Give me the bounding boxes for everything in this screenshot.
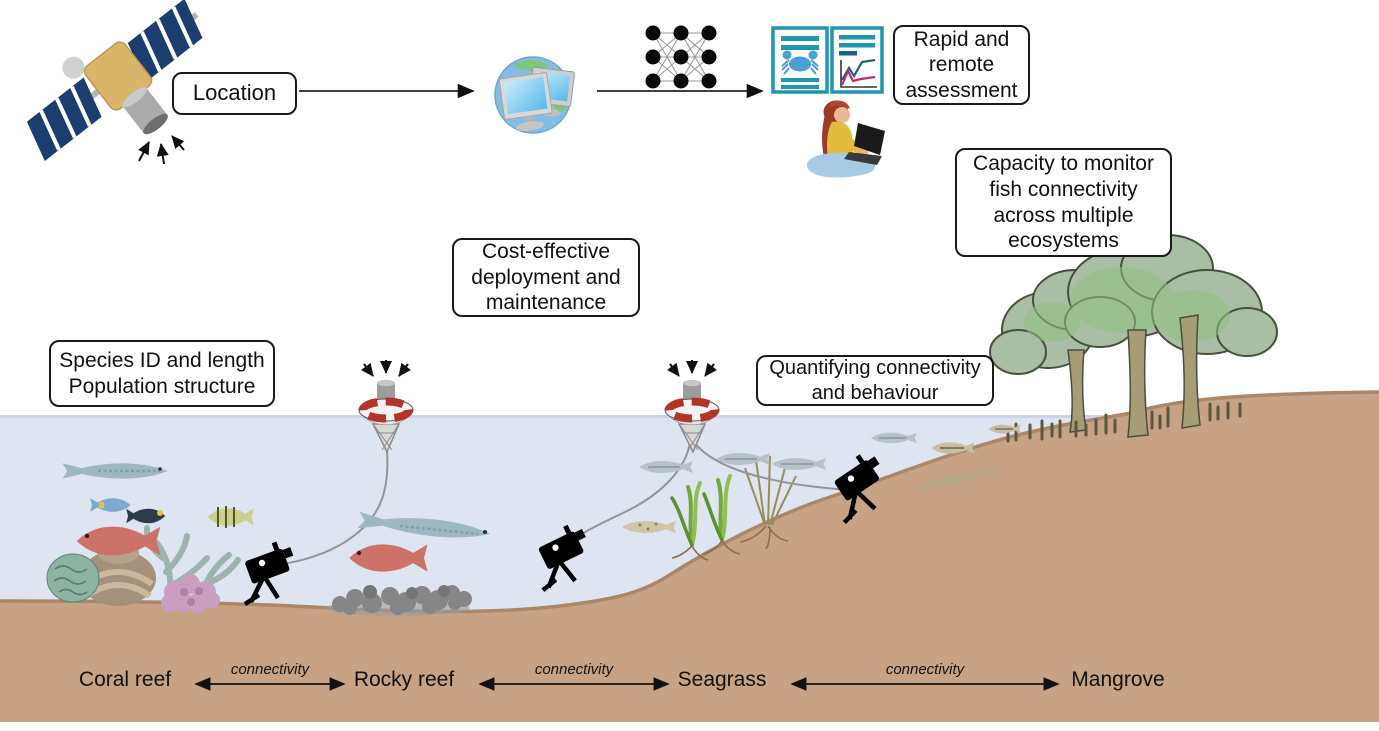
capacity-label: Capacity to monitor fish connectivity ac… xyxy=(973,152,1154,253)
quantifying-label: Quantifying connectivity and behaviour xyxy=(769,357,981,404)
satellite-signal-sparks xyxy=(138,135,185,165)
fish-icon xyxy=(62,424,1021,572)
mangrove-label: Mangrove xyxy=(1071,668,1165,691)
brain-coral xyxy=(46,553,100,603)
mangrove-trunks xyxy=(1067,314,1201,438)
neural-network-icon xyxy=(645,25,717,89)
species-id-callout: Species ID and length Population structu… xyxy=(49,340,275,407)
cost-effective-label: Cost-effective deployment and maintenanc… xyxy=(471,240,621,315)
seagrass-roots xyxy=(671,525,789,561)
seafloor-edge xyxy=(0,390,1379,614)
satellite-solar-panel-right xyxy=(127,0,203,83)
seagrass-icon xyxy=(670,455,797,561)
mangrove-trees-icon xyxy=(989,234,1278,443)
rocky-reef-label: Rocky reef xyxy=(353,668,455,691)
rapid-assessment-callout: Rapid and remote assessment xyxy=(893,25,1030,105)
rapid-assessment-label: Rapid and remote assessment xyxy=(905,27,1018,102)
cost-effective-callout: Cost-effective deployment and maintenanc… xyxy=(452,238,640,317)
mangrove-roots xyxy=(1006,401,1242,443)
species-id-line1: Species ID and length xyxy=(59,348,265,372)
quantifying-callout: Quantifying connectivity and behaviour xyxy=(756,355,994,406)
connectivity-label-3: connectivity xyxy=(885,661,965,678)
capacity-callout: Capacity to monitor fish connectivity ac… xyxy=(955,148,1172,257)
chart-icon xyxy=(840,58,877,88)
seagrass-label: Seagrass xyxy=(677,668,767,691)
connectivity-label-2: connectivity xyxy=(534,661,614,678)
waterline xyxy=(0,415,1120,418)
satellite-solar-panel-left xyxy=(26,77,102,162)
coral-reef-label: Coral reef xyxy=(78,668,172,691)
location-callout: Location xyxy=(172,72,297,115)
pink-coral xyxy=(161,574,220,613)
satellite-icon xyxy=(26,0,203,165)
globe-computers-icon xyxy=(494,56,575,134)
seafloor xyxy=(0,392,1379,722)
location-label: Location xyxy=(192,80,277,106)
crab-icon xyxy=(781,50,819,75)
connectivity-label-1: connectivity xyxy=(230,661,310,678)
person-laptop-icon xyxy=(806,100,885,178)
report-documents-icon xyxy=(771,26,884,94)
species-id-line2: Population structure xyxy=(68,374,256,398)
rocky-rubble-icon xyxy=(326,585,472,616)
